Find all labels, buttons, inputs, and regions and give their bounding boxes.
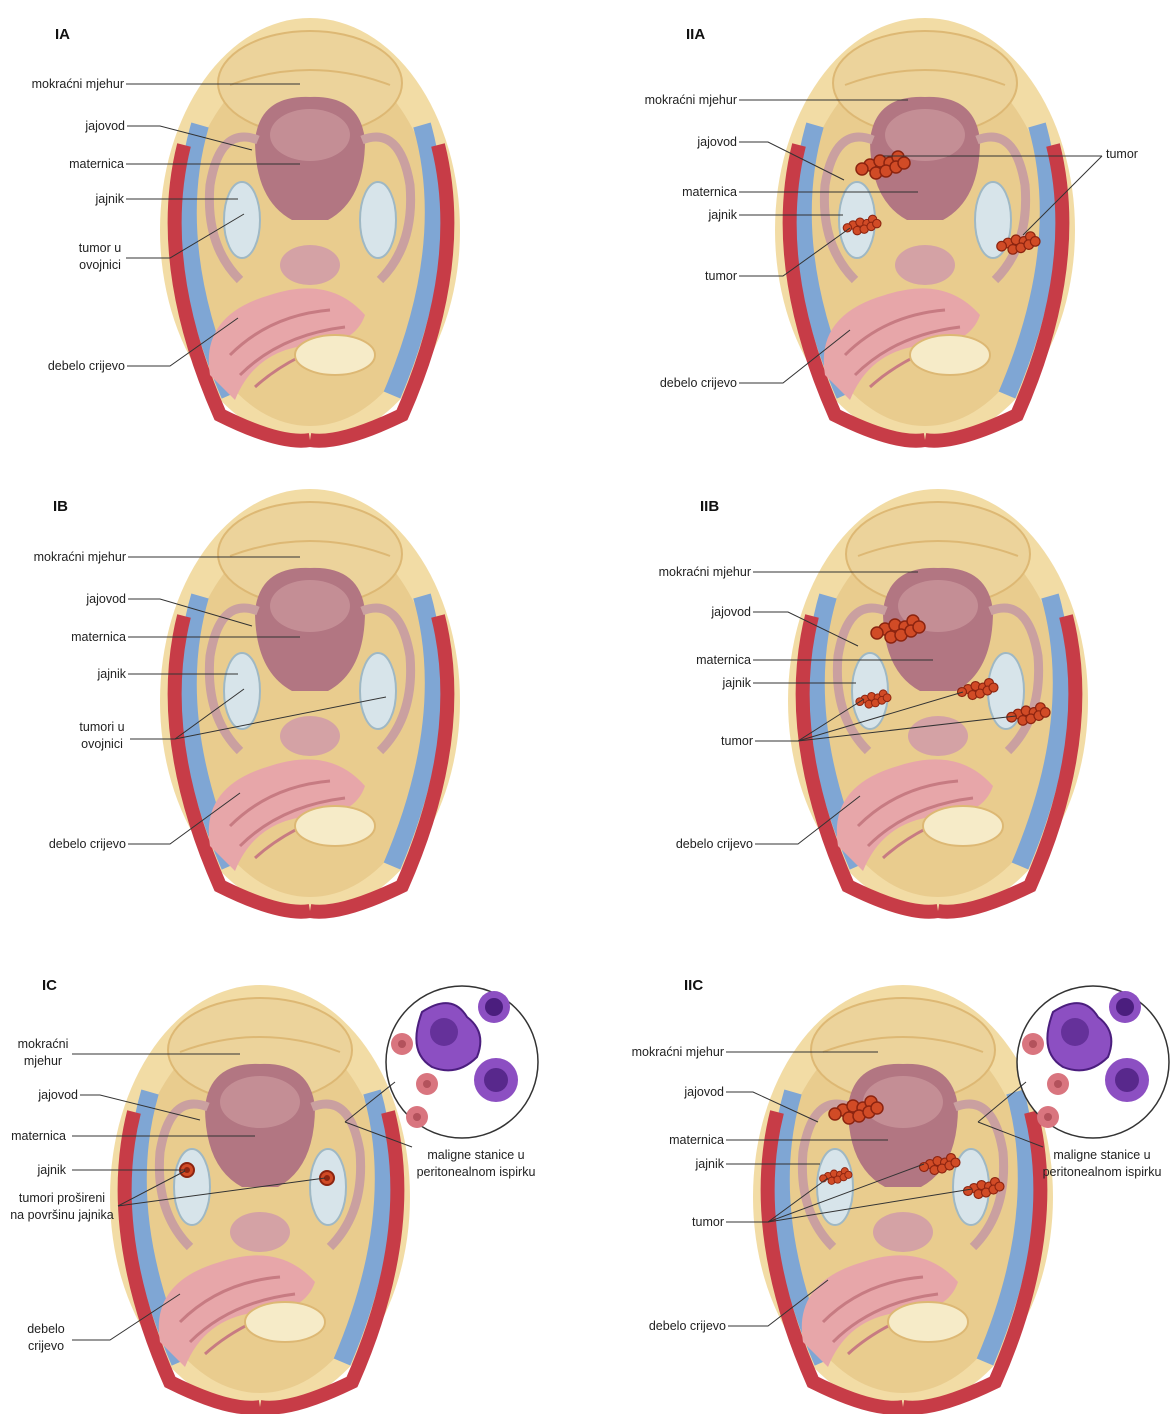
label-tumor-line1: tumori u (72, 719, 132, 736)
sacrum (888, 1302, 968, 1342)
label-colon-line1: debelo (20, 1321, 72, 1338)
label-tube: jajovod (38, 1087, 78, 1104)
label-colon: debelo crijevo (660, 375, 737, 392)
label-tube: jajovod (684, 1084, 724, 1101)
label-tumor-line2: ovojnici (72, 736, 132, 753)
pelvis-illustration (588, 471, 1176, 942)
sacrum (245, 1302, 325, 1342)
left-ovary (360, 653, 396, 729)
label-tumor-line1: tumor u (70, 240, 130, 257)
label-uterus: maternica (71, 629, 126, 646)
pelvis-illustration (0, 471, 588, 942)
rectum (873, 1212, 933, 1252)
panel-stage-iic: IIC mokraćni mjehur jajovod maternica ja… (588, 942, 1176, 1413)
label-cells-line1: maligne stanice u (1028, 1147, 1176, 1164)
label-uterus: maternica (696, 652, 751, 669)
label-uterus: maternica (11, 1128, 66, 1145)
label-uterus: maternica (669, 1132, 724, 1149)
label-tumor-line2: na površinu jajnika (4, 1207, 120, 1224)
rectum (908, 716, 968, 756)
label-ovary: jajnik (96, 191, 125, 208)
sacrum (295, 806, 375, 846)
label-colon: debelo crijevo (49, 836, 126, 853)
label-ovary: jajnik (38, 1162, 67, 1179)
label-cells-line2: peritonealnom ispirku (402, 1164, 550, 1181)
label-uterus: maternica (69, 156, 124, 173)
left-ovary (310, 1149, 346, 1225)
pelvis-illustration (0, 0, 588, 471)
label-tumor: tumor (692, 1214, 724, 1231)
label-cells-line1: maligne stanice u (402, 1147, 550, 1164)
label-bladder: mokraćni mjehur (659, 564, 751, 581)
label-cells-line2: peritonealnom ispirku (1028, 1164, 1176, 1181)
label-colon: debelo crijevo (676, 836, 753, 853)
label-tumor-right: tumor (1106, 146, 1138, 163)
label-tumor: tumor (721, 733, 753, 750)
label-ovary: jajnik (696, 1156, 725, 1173)
pelvic-anatomy (160, 489, 460, 913)
sacrum (910, 335, 990, 375)
pelvic-anatomy (160, 18, 460, 442)
pelvic-anatomy (753, 985, 1053, 1409)
label-bladder-line1: mokraćni (10, 1036, 76, 1053)
panel-stage-ib: IB mokraćni mjehur jajovod maternica jaj… (0, 471, 588, 942)
label-colon-line2: crijevo (20, 1338, 72, 1355)
rectum (280, 716, 340, 756)
label-colon: debelo crijevo (48, 358, 125, 375)
pelvis-illustration (588, 0, 1176, 471)
pelvic-anatomy (775, 18, 1075, 442)
malignant-cells-inset (386, 986, 538, 1138)
right-ovary (224, 182, 260, 258)
label-tumor: tumor (705, 268, 737, 285)
malignant-cells-inset (1017, 986, 1169, 1138)
sacrum (295, 335, 375, 375)
pelvic-anatomy (788, 489, 1088, 913)
rectum (895, 245, 955, 285)
rectum (280, 245, 340, 285)
label-bladder-line2: mjehur (10, 1053, 76, 1070)
panel-stage-iia: IIA mokraćni mjehur jajovod tumor matern… (588, 0, 1176, 471)
panel-stage-ia: IA mokraćni mjehur jajovod maternica jaj… (0, 0, 588, 471)
label-tube: jajovod (85, 118, 125, 135)
label-bladder: mokraćni mjehur (32, 76, 124, 93)
label-bladder: mokraćni mjehur (34, 549, 126, 566)
label-tube: jajovod (711, 604, 751, 621)
label-tumor-line1: tumori prošireni (4, 1190, 120, 1207)
sacrum (923, 806, 1003, 846)
right-ovary (174, 1149, 210, 1225)
label-tube: jajovod (86, 591, 126, 608)
label-tumor-line2: ovojnici (70, 257, 130, 274)
rectum (230, 1212, 290, 1252)
label-ovary: jajnik (709, 207, 738, 224)
label-uterus: maternica (682, 184, 737, 201)
label-bladder: mokraćni mjehur (645, 92, 737, 109)
label-ovary: jajnik (98, 666, 127, 683)
label-bladder: mokraćni mjehur (632, 1044, 724, 1061)
panel-stage-iib: IIB mokraćni mjehur jajovod maternica ja… (588, 471, 1176, 942)
label-tube: jajovod (697, 134, 737, 151)
panel-stage-ic: IC mokraćni mjehur jajovod maternica jaj… (0, 942, 588, 1413)
left-ovary (360, 182, 396, 258)
label-colon: debelo crijevo (649, 1318, 726, 1335)
label-ovary: jajnik (723, 675, 752, 692)
pelvic-anatomy (110, 985, 410, 1409)
